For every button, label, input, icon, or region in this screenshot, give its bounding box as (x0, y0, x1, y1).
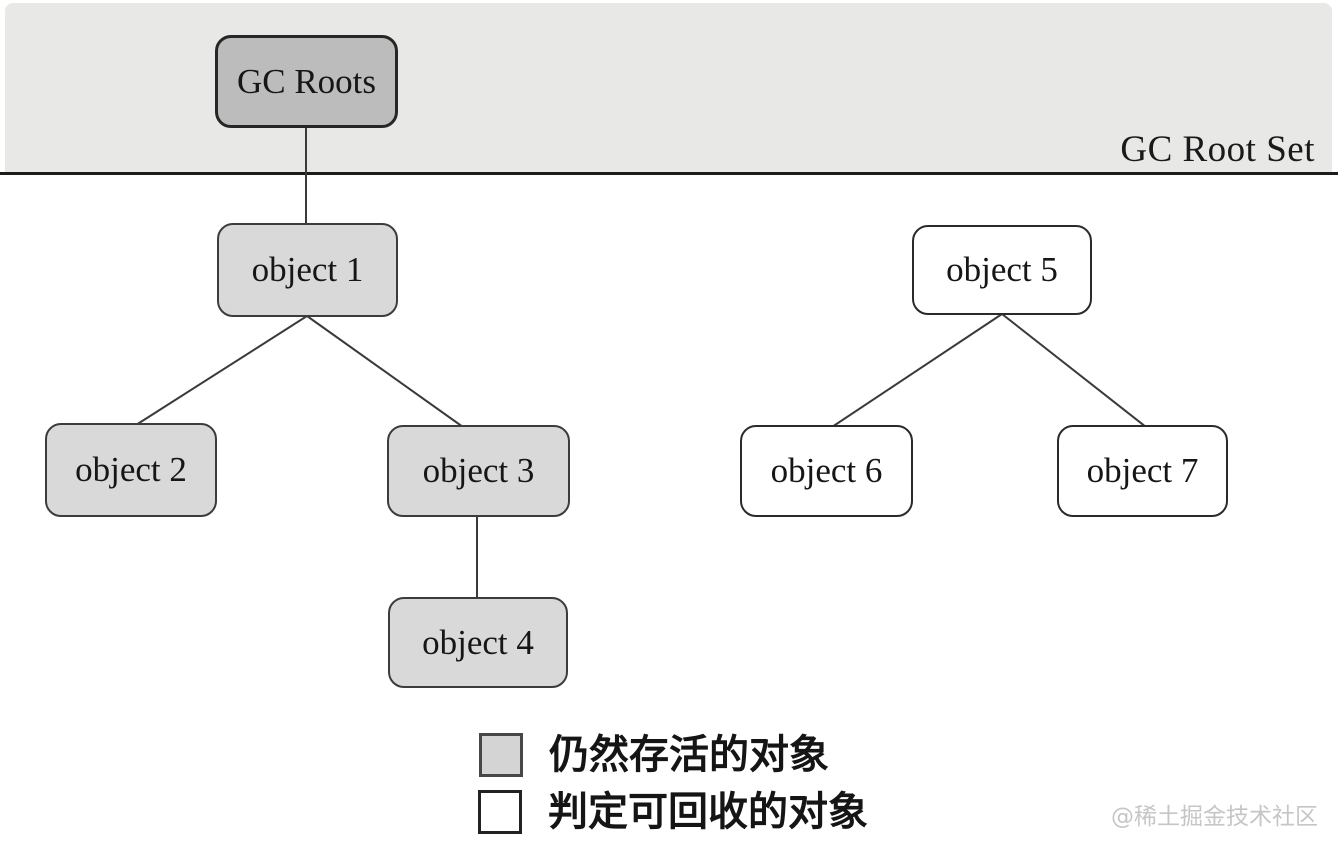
node-label: object 3 (422, 451, 535, 490)
node-object-1: object 1 (217, 223, 398, 317)
legend-label-alive: 仍然存活的对象 (549, 732, 829, 778)
legend-swatch-collectable-icon (478, 790, 522, 834)
node-object-3: object 3 (387, 425, 570, 517)
node-object-6: object 6 (740, 425, 913, 517)
node-label: object 7 (1086, 451, 1199, 490)
node-label: object 4 (422, 622, 534, 662)
node-object-7: object 7 (1057, 425, 1228, 517)
node-label: GC Roots (236, 61, 377, 101)
edge-object5-object6 (831, 313, 1003, 428)
edge-object1-object2 (135, 315, 308, 426)
edge-object1-object3 (306, 315, 464, 428)
node-label: object 6 (770, 451, 883, 490)
legend-swatch-alive-icon (479, 733, 523, 777)
edge-object5-object7 (1001, 313, 1147, 428)
gc-root-set-divider (0, 172, 1338, 175)
node-gc-roots: GC Roots (215, 35, 398, 128)
legend-item-alive: 仍然存活的对象 (479, 731, 829, 779)
node-label: object 1 (251, 250, 364, 289)
node-object-4: object 4 (388, 597, 568, 688)
watermark: @稀土掘金技术社区 (1111, 804, 1318, 830)
banner-title: GC Root Set (1120, 129, 1315, 170)
node-label: object 5 (946, 250, 1058, 289)
legend-item-collectable: 判定可回收的对象 (478, 788, 868, 836)
node-object-5: object 5 (912, 225, 1092, 315)
node-label: object 2 (75, 450, 187, 489)
legend-label-collectable: 判定可回收的对象 (548, 789, 868, 835)
node-object-2: object 2 (45, 423, 217, 517)
